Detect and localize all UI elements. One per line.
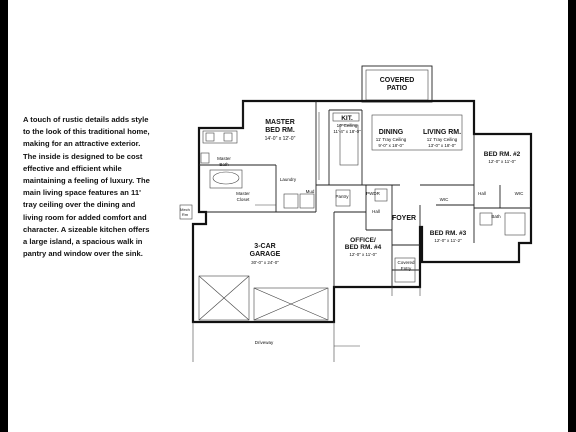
garage-label: GARAGE: [250, 251, 281, 258]
bed3-size: 12'-0" x 11'-2": [434, 238, 462, 243]
slide: A touch of rustic details adds style to …: [8, 0, 568, 432]
description-line: effective and efficient while: [23, 163, 122, 173]
description-line: maintaining a feeling of luxury. The: [23, 176, 150, 186]
description-line: The inside is designed to be cost: [23, 151, 143, 161]
room-labels: MASTER BED RM. 14'-0" x 12'-0" KIT. 10' …: [180, 115, 524, 345]
description-line: A touch of rustic details adds style: [23, 115, 149, 124]
fixtures: [179, 112, 526, 283]
mech-label: Mech: [180, 207, 190, 212]
office-size: 12'-0" x 11'-0": [349, 252, 377, 257]
master-bed-label: MASTER: [265, 119, 295, 126]
hall-label: Hall: [478, 191, 486, 196]
covered-entry-label: Entry: [401, 266, 412, 271]
bath-label: Bath: [491, 214, 501, 219]
dining-size: 9'-0" x 18'-0": [378, 143, 404, 148]
laundry-label: Laundry: [280, 177, 297, 182]
description-line: tray ceiling over the dining and: [23, 200, 136, 210]
master-bed-label: BED RM.: [265, 127, 295, 134]
bed2-size: 12'-0" x 11'-0": [488, 159, 516, 164]
garage-size: 30'-0" x 24'-0": [251, 260, 279, 265]
description-line: to the look of this traditional home,: [23, 127, 150, 137]
dining-ceiling: 11' Tray Ceiling: [376, 137, 407, 142]
living-label: LIVING RM.: [423, 129, 461, 136]
mech-label: Rm: [182, 212, 189, 217]
covered-patio: COVERED PATIO: [361, 65, 433, 103]
hall-label: Hall: [372, 209, 380, 214]
description-line: main living space features an 11': [23, 188, 141, 198]
description-line: living room for added comfort and: [23, 212, 147, 222]
foyer-label: FOYER: [392, 215, 416, 222]
master-bath-label: Master: [217, 156, 231, 161]
bed3-label: BED RM. #3: [430, 230, 467, 237]
pantry-label: Pantry: [335, 194, 349, 199]
covered-patio-label: COVERED: [380, 77, 415, 84]
garage-doors: [198, 275, 329, 321]
dining-label: DINING: [379, 129, 404, 136]
mud-label: Mud: [306, 189, 315, 194]
master-closet-label: Master: [236, 191, 250, 196]
living-ceiling: 11' Tray Ceiling: [427, 137, 458, 142]
driveway-label: Driveway: [255, 340, 274, 345]
description-line: making for an attractive exterior.: [23, 139, 141, 149]
kitchen-ceiling: 10' Ceiling: [337, 123, 358, 128]
description-line: a large island, a spacious walk in: [23, 237, 143, 247]
living-size: 13'-0" x 18'-0": [428, 143, 456, 148]
master-closet-label: Closet: [237, 197, 251, 202]
covered-entry-label: Covered: [397, 260, 415, 265]
wic-label: WIC: [440, 197, 449, 202]
office-label: OFFICE/: [350, 237, 376, 244]
covered-patio-label: PATIO: [387, 85, 408, 92]
description-line: pantry and window over the sink.: [23, 249, 143, 259]
bed2-label: BED RM. #2: [484, 151, 521, 158]
driveway-lines: [192, 287, 421, 362]
interior-walls: [199, 101, 531, 287]
master-bed-size: 14'-0" x 12'-0": [265, 136, 296, 142]
description-line: character. A sizeable kitchen offers: [23, 224, 150, 234]
kitchen-size: 11'-4" x 18'-0": [333, 129, 361, 134]
office-label: BED RM. #4: [345, 244, 382, 251]
kitchen-label: KIT.: [341, 115, 353, 122]
master-bath-label: Bath: [219, 162, 229, 167]
wic-label: WIC: [515, 191, 524, 196]
garage-label: 3-CAR: [254, 243, 275, 250]
powder-room-label: PWDR: [366, 191, 380, 196]
plan-description: A touch of rustic details adds style to …: [23, 114, 169, 260]
